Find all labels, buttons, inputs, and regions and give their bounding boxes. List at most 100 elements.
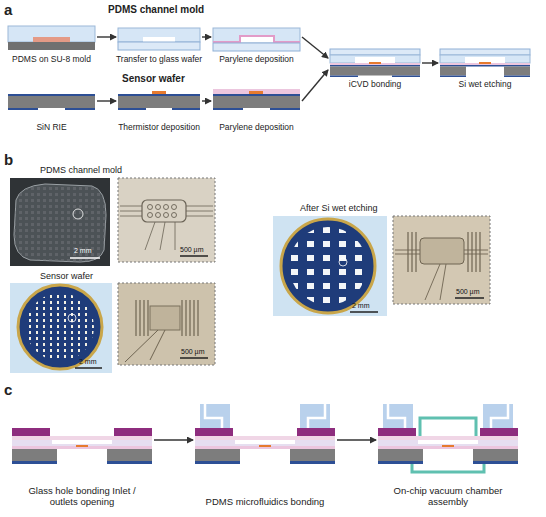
step-caption: Transfer to glass wafer [116,55,202,65]
pdms-pattern [14,184,106,262]
step-caption: Parylene deposition [219,55,294,65]
step-caption: Si wet etching [459,80,512,90]
process-arrow [97,100,116,101]
panel-letter: c [4,382,12,399]
zoom-spot [68,314,76,322]
step-caption: SiN RIE [36,123,66,133]
section-title: Sensor wafer [122,73,185,84]
leads [125,330,165,362]
glass-holes [480,428,518,436]
pdms-channel [205,404,325,428]
zoom-spot [339,258,347,266]
pdms-layer [330,55,420,63]
sin-layer [107,461,152,464]
wafer-dies [26,293,94,361]
step-caption: Thermistor deposition [118,123,200,133]
pdms-layer [118,28,200,42]
su8-feature [33,37,70,42]
process-arrow [302,70,328,101]
channel [418,440,478,444]
step-caption: PDMS microfluidics bonding [200,497,330,508]
process-step: iCVD bonding [330,46,420,90]
process-step: Thermistor deposition [118,88,200,133]
thermistor [369,62,381,64]
channel [52,440,112,444]
process-arrow [302,37,328,58]
process-step: PDMS microfluidics bonding [195,400,335,508]
si-wafer [195,449,240,461]
comb-electrodes [136,300,198,336]
parylene-layer [378,446,518,449]
hole [148,213,153,218]
scale-label: 500 µm [180,246,204,254]
panel-letter: b [4,152,13,169]
mold-holes [148,205,177,218]
sin-layer [8,108,38,110]
sin-layer [270,108,300,110]
sin-layer [440,76,466,78]
chamber-lid [420,418,476,436]
scale-label: 500 µm [456,288,480,296]
pdms-layer [440,55,530,63]
hole [148,205,153,210]
sin-rie [8,94,95,110]
channel [355,57,395,63]
thermistor [442,445,454,447]
scale-bar [180,357,208,359]
hole [172,205,177,210]
glass-wafer [213,43,300,51]
sin-layer [330,76,358,78]
process-step: PDMS on SU-8 mold [8,22,95,65]
glass-layer [378,436,518,440]
scale-bar [180,255,208,257]
sin-layer [213,94,300,96]
glass-holes [114,428,152,436]
thermistor [249,91,263,94]
si-wafer [504,67,530,76]
si-wafer [330,67,420,76]
membrane [150,306,180,330]
process-arrow [337,439,376,440]
step-caption: On-chip vacuum chamber assembly [383,486,513,508]
pdms-layer [12,440,152,446]
panel-letter: a [4,2,12,19]
photo-sensor-wafer [10,283,215,373]
photo-bg [273,216,387,316]
section-title: After Si wet etching [300,204,378,214]
transfer-glass [118,28,200,50]
process-step: Si wet etching [440,46,530,90]
si-wafer [440,67,466,76]
hole [172,213,177,218]
photo-after-etch [273,216,490,316]
step-caption: Glass hole bonding Inlet / outlets openi… [17,486,147,508]
wafer [281,219,375,313]
sin-layer [195,461,240,464]
glass-layer [12,436,152,440]
step-caption: iCVD bonding [349,80,401,90]
sin-layer [290,461,335,464]
si-wafer [290,449,335,461]
mold-wafer [8,42,95,50]
pdms-layer [8,26,95,42]
si-wafer [118,96,200,108]
section-title: Sensor wafer [40,272,93,282]
mold-chamber [142,200,186,222]
si-wafer [378,449,423,461]
scale-bar [350,311,378,313]
parylene-sensor [213,89,300,110]
parylene-layer [330,63,420,65]
sin-layer [330,65,420,67]
glass-wafer [440,49,530,55]
pdms-disc [14,184,106,262]
process-arrow [202,36,211,37]
glass-holes [12,428,50,436]
photo-bg [10,283,112,373]
wafer-dies [289,227,367,305]
pdms-bonded-stack [195,404,335,464]
sin-layer [12,461,57,464]
pdms-layer [213,28,300,42]
si-wafer [8,96,95,108]
